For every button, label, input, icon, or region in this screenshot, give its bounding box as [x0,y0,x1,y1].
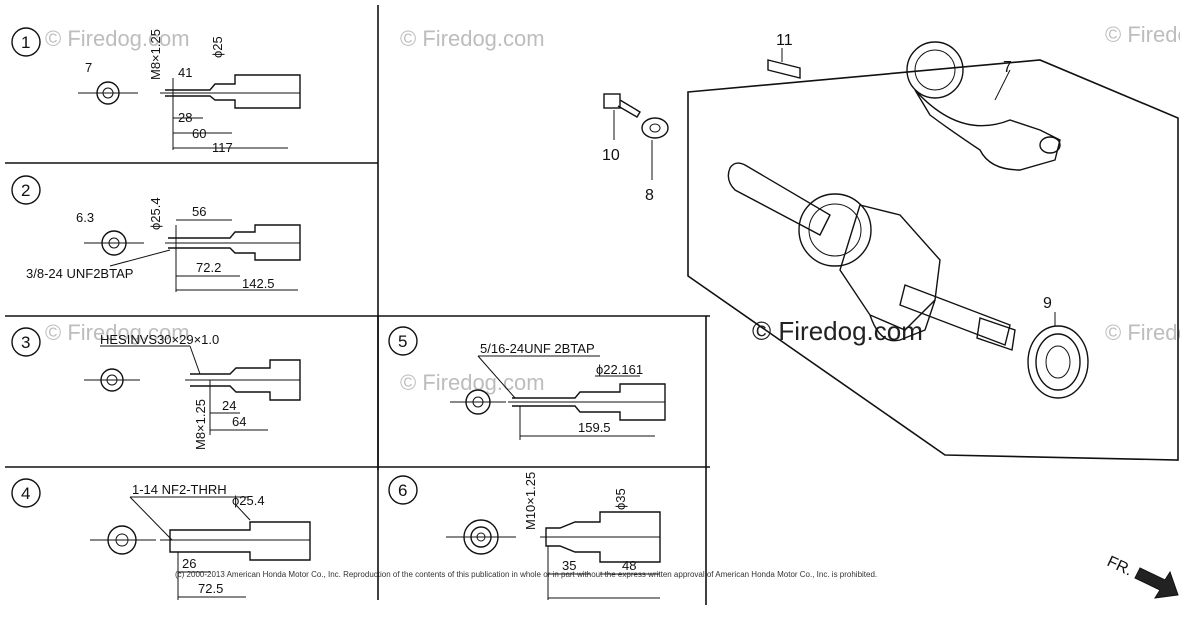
part-7-crankshaft: 7 [906,41,1061,171]
variant-number: 3 [21,333,30,352]
part-number: 11 [776,32,793,49]
dim-label: ϕ25 [210,36,225,58]
part-11-bearing: 9 [1027,295,1089,399]
dim-label: 56 [192,204,206,219]
variant-6: 6 M10×1.25 ϕ35 35 48 [388,472,661,600]
dim-label: M8×1.25 [148,29,163,80]
dim-label: 64 [232,414,246,429]
thread-label: 5/16-24UNF 2BTAP [480,341,595,356]
part-number: 7 [1003,59,1012,76]
watermark-main: © Firedog.com [752,316,923,346]
thread-label: 3/8-24 UNF2BTAP [26,266,133,281]
dim-label: ϕ25.4 [148,197,163,230]
variant-number: 1 [21,33,30,52]
dim-label: 48 [622,558,636,573]
grid-lines [5,5,710,605]
dim-label: 159.5 [578,420,611,435]
variant-3: 3 HESINVS30×29×1.0 24 64 M8×1.25 [11,327,301,450]
dim-label: 41 [178,65,192,80]
dim-label: ϕ22.161 [596,362,643,377]
dim-label: 72.5 [198,581,223,596]
front-direction-indicator: FR. [1104,553,1179,599]
variant-1: 1 7 M8×1.25 41 ϕ25 28 60 117 [11,27,301,155]
variant-number: 4 [21,484,30,503]
part-number: 10 [602,147,620,164]
watermark: © Firedog.com [1105,320,1180,345]
dim-label: ϕ25.4 [232,493,265,508]
dim-label: 26 [182,556,196,571]
dim-label: ϕ35 [613,488,628,510]
dim-label: 60 [192,126,206,141]
dim-label: 142.5 [242,276,275,291]
thread-label: 1-14 NF2-THRH [132,482,227,497]
copyright-notice: (c) 2000-2013 American Honda Motor Co., … [175,570,877,579]
variant-number: 6 [398,481,407,500]
part-number: 9 [1043,295,1052,312]
dim-label: 72.2 [196,260,221,275]
variant-number: 5 [398,332,407,351]
thread-label: HESINVS30×29×1.0 [100,332,219,347]
dim-label: 35 [562,558,576,573]
part-8-washer: 8 [641,117,669,204]
dim-label: 7 [85,60,92,75]
part-10-bolt: 10 [602,93,641,164]
dim-label: 28 [178,110,192,125]
part-9-key [767,59,801,79]
dim-label: 117 [212,140,233,155]
watermark: © Firedog.com [45,26,190,51]
dim-label: M10×1.25 [523,472,538,530]
arrow-icon [1134,567,1179,599]
dim-label: 6.3 [76,210,94,225]
dim-label: M8×1.25 [193,399,208,450]
watermark: © Firedog.com [45,320,190,345]
watermark: © Firedog.com [400,26,545,51]
fr-label: FR. [1104,553,1135,579]
variant-2: 2 6.3 ϕ25.4 56 72.2 142.5 3/8-24 UNF2BTA… [11,175,301,292]
parts-view: 11 10 8 7 [602,32,1179,461]
part-number: 8 [645,187,654,204]
variant-5: 5 5/16-24UNF 2BTAP ϕ22.161 159.5 [388,326,666,440]
dim-label: 24 [222,398,236,413]
main-crankshaft [727,162,1016,351]
variant-4: 4 1-14 NF2-THRH ϕ25.4 26 72.5 [11,478,311,600]
variant-number: 2 [21,181,30,200]
watermark: © Firedog.com [1105,22,1180,47]
